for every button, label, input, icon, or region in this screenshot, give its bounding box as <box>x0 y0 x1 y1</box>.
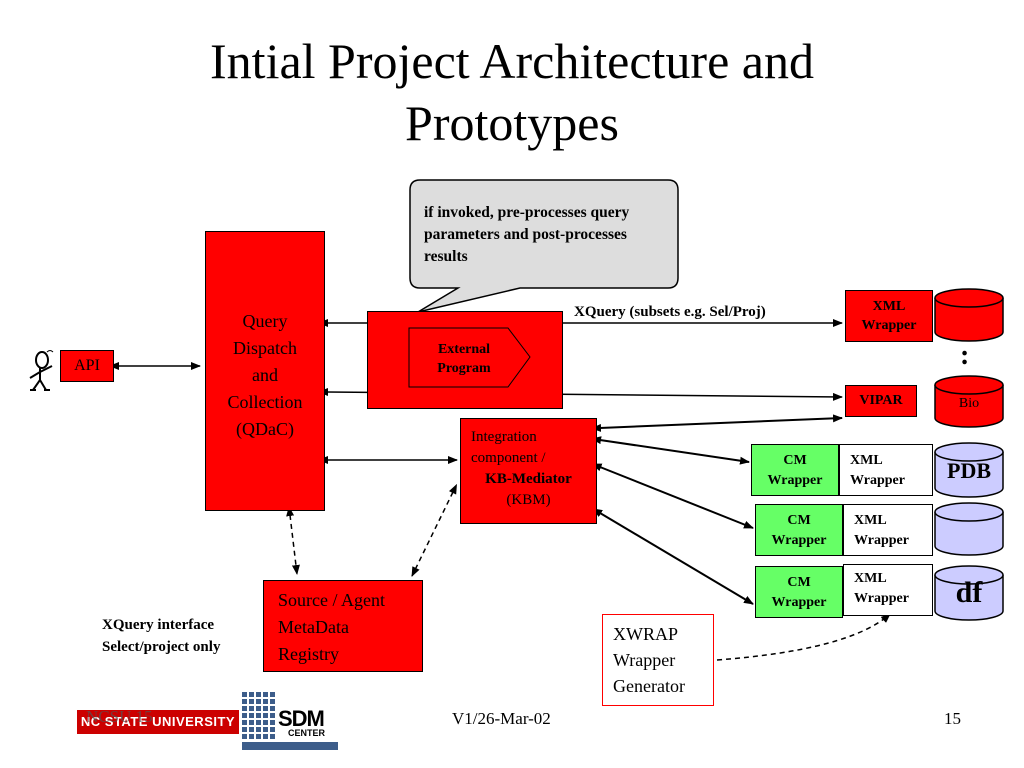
arrow-qdac-registry <box>286 506 300 575</box>
arrow-kbm-cm2 <box>591 463 754 529</box>
kbm-line1: Integration <box>471 429 537 445</box>
xml-wrapper-top-line2: Wrapper <box>861 318 917 333</box>
arrow-kbm-vipar <box>591 414 843 432</box>
kbm-line4: (KBM) <box>506 492 551 508</box>
cm-wrapper-1-line1: CM <box>783 453 807 468</box>
qdac-line2: Dispatch <box>233 338 297 358</box>
xml-wrapper-2-line1: XML <box>854 513 887 528</box>
slide-title: Intial Project Architecture and Prototyp… <box>0 30 1024 154</box>
xml-wrapper-1: XML Wrapper <box>839 444 933 496</box>
cm-wrapper-1: CM Wrapper <box>751 444 839 496</box>
xml-wrapper-3-line1: XML <box>854 571 887 586</box>
vipar-box: VIPAR <box>845 385 917 417</box>
api-box: API <box>60 350 114 382</box>
kbm-line3: KB-Mediator <box>485 471 572 487</box>
bio-label: Bio <box>958 396 980 411</box>
xml-wrapper-top-line1: XML <box>872 299 906 314</box>
df-label: df <box>955 576 983 609</box>
callout-bubble <box>409 179 679 313</box>
xml-wrapper-2-line2: Wrapper <box>854 533 909 548</box>
kbm-box: Integration component / KB-Mediator (KBM… <box>460 418 597 524</box>
cylinder-df <box>934 565 1004 621</box>
user-figure-icon <box>29 350 54 391</box>
arrow-kbm-registry <box>411 483 457 577</box>
xml-wrapper-3-line2: Wrapper <box>854 591 909 606</box>
sdm-grid-icon <box>242 692 338 750</box>
callout-text: if invoked, pre-processes query paramete… <box>424 204 630 265</box>
cm-wrapper-3: CM Wrapper <box>755 566 843 618</box>
xwrap-box: XWRAP Wrapper Generator <box>602 614 714 706</box>
qdac-line1: Query <box>242 311 288 331</box>
footer-page-number: 15 <box>944 709 961 728</box>
qdac-box: Query Dispatch and Collection (QDaC) <box>205 231 325 511</box>
qdac-line3: and <box>252 365 278 385</box>
footer-overlay-text: NCSU 15 <box>86 707 153 726</box>
xquery-interface-label: XQuery interface Select/project only <box>102 614 220 658</box>
qdac-line4: Collection <box>227 392 303 412</box>
xml-wrapper-2: XML Wrapper <box>843 504 933 556</box>
xwrap-line2: Wrapper <box>613 650 676 670</box>
cylinder-pdb <box>934 442 1004 498</box>
external-program-label: External Program <box>409 340 519 378</box>
vipar-label: VIPAR <box>859 393 903 408</box>
footer-version: V1/26-Mar-02 <box>452 709 551 728</box>
cm-wrapper-3-line1: CM <box>787 575 811 590</box>
registry-line3: Registry <box>278 644 339 664</box>
pdb-label: PDB <box>947 458 991 483</box>
cylinder-top-red <box>934 288 1004 342</box>
xwrap-line1: XWRAP <box>613 624 679 644</box>
slide-title-line1: Intial Project Architecture and <box>210 33 814 89</box>
xquery-interface-line2: Select/project only <box>102 639 221 655</box>
cm-wrapper-2: CM Wrapper <box>755 504 843 556</box>
registry-box: Source / Agent MetaData Registry <box>263 580 423 672</box>
arrow-xwrap-xmlwrapper <box>716 613 891 661</box>
dots-separator: : <box>960 340 970 371</box>
ncsu-logo: NC STATE UNIVERSITY <box>77 710 239 734</box>
arrow-kbm-cm3 <box>592 508 754 605</box>
xml-wrapper-3: XML Wrapper <box>843 564 933 616</box>
xquery-interface-line1: XQuery interface <box>102 617 215 633</box>
external-program-line2: Program <box>437 361 491 376</box>
sdm-text: SDM <box>278 706 325 731</box>
xquery-label: XQuery (subsets e.g. Sel/Proj) <box>574 304 766 320</box>
xml-wrapper-top-box: XML Wrapper <box>845 290 933 342</box>
xml-wrapper-1-line2: Wrapper <box>850 473 905 488</box>
cm-wrapper-3-line2: Wrapper <box>771 595 827 610</box>
cylinder-bio <box>934 375 1004 428</box>
cm-wrapper-2-line1: CM <box>787 513 811 528</box>
xwrap-line3: Generator <box>613 676 685 696</box>
cylinder-middle <box>934 502 1004 556</box>
slide-title-line2: Prototypes <box>405 95 619 151</box>
kbm-line2: component / <box>471 450 546 466</box>
qdac-line5: (QDaC) <box>236 419 294 439</box>
api-label: API <box>74 357 100 374</box>
registry-line1: Source / Agent <box>278 590 385 610</box>
sdm-subtext: CENTER <box>288 728 326 738</box>
external-program-line1: External <box>437 342 491 357</box>
sdm-center-logo: SDM CENTER <box>242 692 338 750</box>
xml-wrapper-1-line1: XML <box>850 453 883 468</box>
cm-wrapper-1-line2: Wrapper <box>767 473 823 488</box>
arrow-kbm-cm1 <box>591 436 750 465</box>
cm-wrapper-2-line2: Wrapper <box>771 533 827 548</box>
registry-line2: MetaData <box>278 617 349 637</box>
ncsu-logo-text: NC STATE UNIVERSITY <box>80 714 236 729</box>
